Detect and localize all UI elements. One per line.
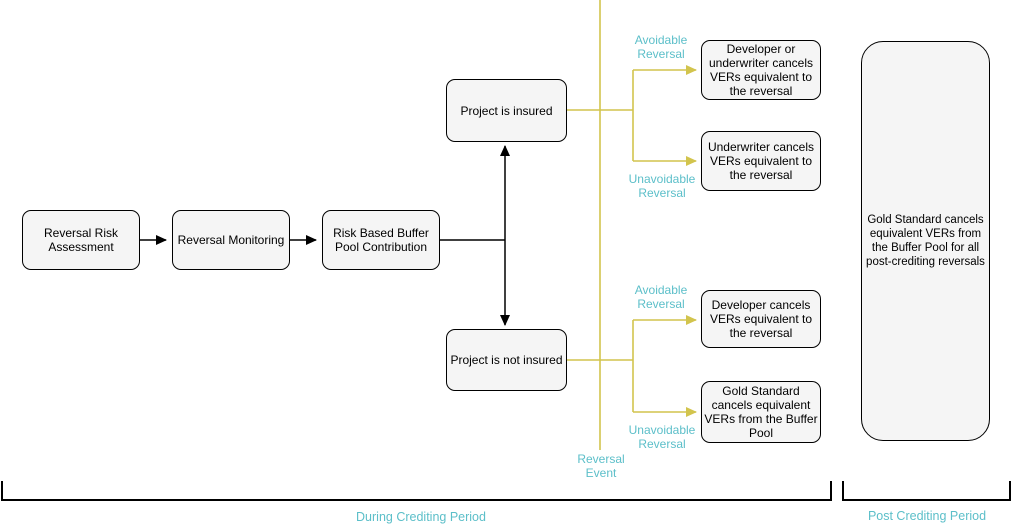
label-reversal-event: Reversal Event [577, 452, 625, 480]
label-avoidable-reversal-top: Avoidable Reversal [634, 33, 688, 61]
box-underwriter-cancels: Underwriter cancels VERs equivalent to t… [701, 131, 821, 191]
label-avoidable-reversal-bottom: Avoidable Reversal [634, 283, 688, 311]
box-reversal-risk-assessment: Reversal Risk Assessment [22, 210, 140, 270]
box-project-not-insured: Project is not insured [446, 329, 567, 391]
label-during-crediting-period: During Crediting Period [356, 510, 486, 524]
label-post-crediting-period: Post Crediting Period [867, 509, 987, 523]
box-reversal-monitoring: Reversal Monitoring [172, 210, 290, 270]
label-unavoidable-reversal-bottom: Unavoidable Reversal [628, 423, 696, 451]
bracket-post-crediting [842, 481, 1011, 501]
box-developer-cancels: Developer cancels VERs equivalent to the… [701, 290, 821, 348]
box-gold-standard-cancels-buffer: Gold Standard cancels equivalent VERs fr… [701, 381, 821, 443]
label-unavoidable-reversal-top: Unavoidable Reversal [628, 172, 696, 200]
box-gold-standard-post-crediting: Gold Standard cancels equivalent VERs fr… [861, 41, 990, 441]
box-risk-based-buffer-pool: Risk Based Buffer Pool Contribution [322, 210, 440, 270]
box-developer-or-underwriter-cancels: Developer or underwriter cancels VERs eq… [701, 40, 821, 100]
bracket-during-crediting [1, 481, 832, 501]
box-project-insured: Project is insured [446, 79, 567, 142]
